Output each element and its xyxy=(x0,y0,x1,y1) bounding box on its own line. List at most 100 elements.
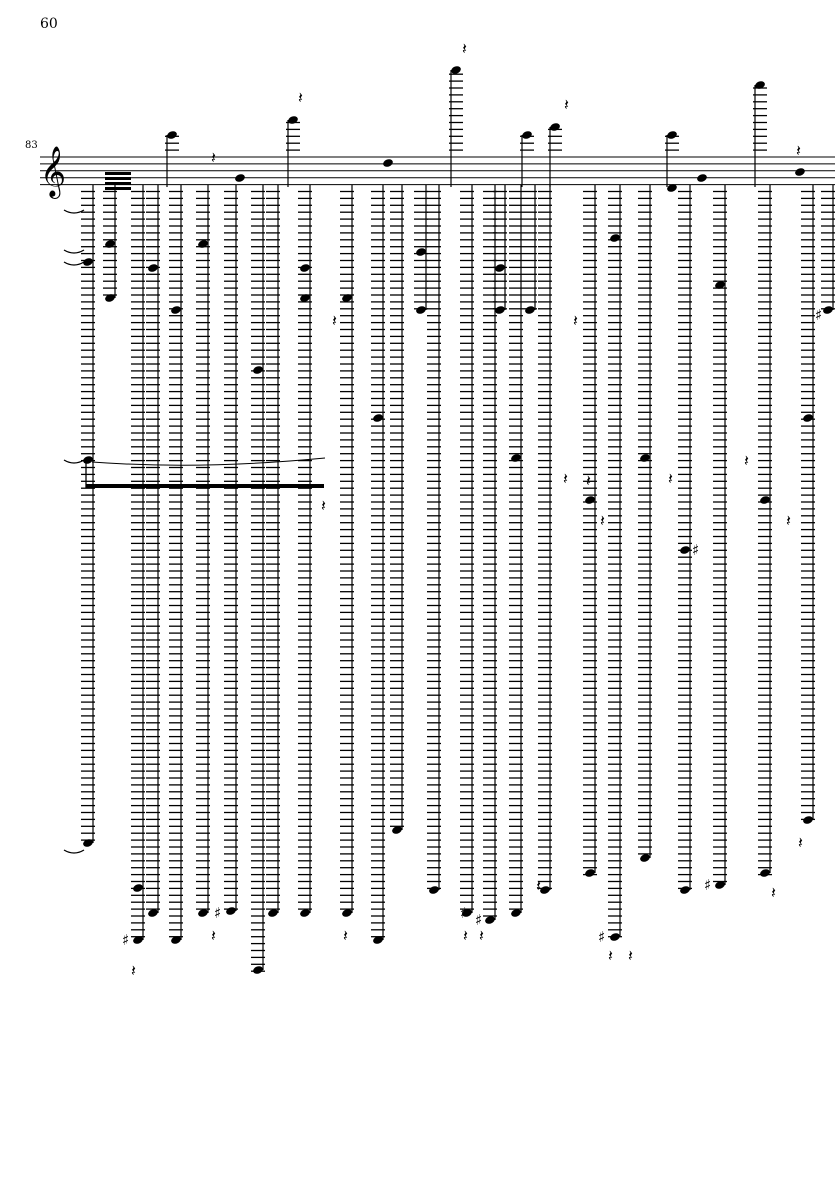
notehead xyxy=(760,869,770,877)
notehead xyxy=(300,264,310,272)
sharp-icon: ♯ xyxy=(460,904,467,922)
notehead xyxy=(495,264,505,272)
quarter-rest-icon: 𝄽 xyxy=(798,833,803,852)
quarter-rest-icon: 𝄽 xyxy=(536,876,541,895)
sharp-icon: ♯ xyxy=(815,306,822,324)
quarter-rest-icon: 𝄽 xyxy=(608,946,613,965)
notehead xyxy=(167,131,177,139)
notehead xyxy=(373,936,383,944)
quarter-rest-icon: 𝄽 xyxy=(628,946,633,965)
notehead xyxy=(83,839,93,847)
notehead xyxy=(253,966,263,974)
notehead xyxy=(300,294,310,302)
notehead xyxy=(540,886,550,894)
notehead xyxy=(667,131,677,139)
notehead xyxy=(525,306,535,314)
notehead xyxy=(198,909,208,917)
beam xyxy=(105,172,131,175)
beam xyxy=(105,177,131,180)
notehead xyxy=(680,886,690,894)
notehead xyxy=(373,414,383,422)
quarter-rest-icon: 𝄽 xyxy=(463,926,468,945)
notehead xyxy=(511,454,521,462)
sharp-icon: ♯ xyxy=(598,928,605,946)
notehead xyxy=(416,248,426,256)
notehead xyxy=(550,123,560,131)
notehead xyxy=(697,174,707,182)
notehead xyxy=(795,168,805,176)
notehead xyxy=(715,881,725,889)
notehead xyxy=(105,294,115,302)
notehead xyxy=(640,454,650,462)
notehead xyxy=(133,884,143,892)
sharp-icon: ♯ xyxy=(214,904,221,922)
quarter-rest-icon: 𝄽 xyxy=(563,469,568,488)
notehead xyxy=(803,816,813,824)
quarter-rest-icon: 𝄽 xyxy=(343,926,348,945)
measure-number: 83 xyxy=(25,140,38,151)
notehead xyxy=(760,496,770,504)
ledger-columns xyxy=(81,70,835,972)
notehead xyxy=(522,131,532,139)
sharp-icon: ♯ xyxy=(704,876,711,894)
sharp-icon: ♯ xyxy=(122,931,129,949)
notehead xyxy=(300,909,310,917)
beam xyxy=(86,484,324,488)
quarter-rest-icon: 𝄽 xyxy=(573,311,578,330)
quarter-rest-icon: 𝄽 xyxy=(479,926,484,945)
quarter-rest-icon: 𝄽 xyxy=(131,961,136,980)
notehead xyxy=(667,184,677,192)
beam xyxy=(105,187,131,190)
notehead xyxy=(342,294,352,302)
notes xyxy=(83,66,833,974)
notehead xyxy=(171,306,181,314)
notehead xyxy=(148,264,158,272)
tie xyxy=(63,849,85,854)
notehead xyxy=(485,916,495,924)
notehead xyxy=(226,907,236,915)
quarter-rest-icon: 𝄽 xyxy=(298,88,303,107)
notehead xyxy=(823,306,833,314)
sharp-icon: ♯ xyxy=(692,541,699,559)
tie xyxy=(63,261,85,266)
quarter-rest-icon: 𝄽 xyxy=(668,469,673,488)
notehead xyxy=(429,886,439,894)
notehead xyxy=(383,159,393,167)
notehead xyxy=(803,414,813,422)
quarter-rest-icon: 𝄽 xyxy=(796,141,801,160)
staff-lines xyxy=(40,156,835,186)
notehead xyxy=(235,174,245,182)
notehead xyxy=(416,306,426,314)
quarter-rest-icon: 𝄽 xyxy=(321,496,326,515)
quarter-rest-icon: 𝄽 xyxy=(786,511,791,530)
notehead xyxy=(148,909,158,917)
notehead xyxy=(585,869,595,877)
quarter-rest-icon: 𝄽 xyxy=(600,511,605,530)
quarter-rest-icon: 𝄽 xyxy=(332,311,337,330)
quarter-rest-icon: 𝄽 xyxy=(462,39,467,58)
slur xyxy=(91,457,326,466)
notehead xyxy=(392,826,402,834)
quarter-rest-icon: 𝄽 xyxy=(211,148,216,167)
notehead xyxy=(715,281,725,289)
notehead xyxy=(198,240,208,248)
notehead xyxy=(171,936,181,944)
notehead xyxy=(640,854,650,862)
quarter-rest-icon: 𝄽 xyxy=(771,883,776,902)
notehead xyxy=(451,66,461,74)
notehead xyxy=(610,234,620,242)
notehead xyxy=(268,909,278,917)
notehead xyxy=(342,909,352,917)
notehead xyxy=(610,933,620,941)
beam xyxy=(105,182,131,185)
notehead xyxy=(585,496,595,504)
notehead xyxy=(755,81,765,89)
tie xyxy=(63,459,85,464)
notehead xyxy=(253,366,263,374)
notehead xyxy=(495,306,505,314)
sharp-icon: ♯ xyxy=(475,911,482,929)
quarter-rest-icon: 𝄽 xyxy=(586,471,591,490)
quarter-rest-icon: 𝄽 xyxy=(564,95,569,114)
beams-and-rests: 𝄽𝄽𝄽𝄽𝄽𝄽𝄽𝄽𝄽𝄽𝄽𝄽𝄽𝄽𝄽𝄽𝄽𝄽𝄽𝄽𝄽𝄽𝄽𝄽♯♯♯♯♯♯♯♯ xyxy=(63,39,822,980)
